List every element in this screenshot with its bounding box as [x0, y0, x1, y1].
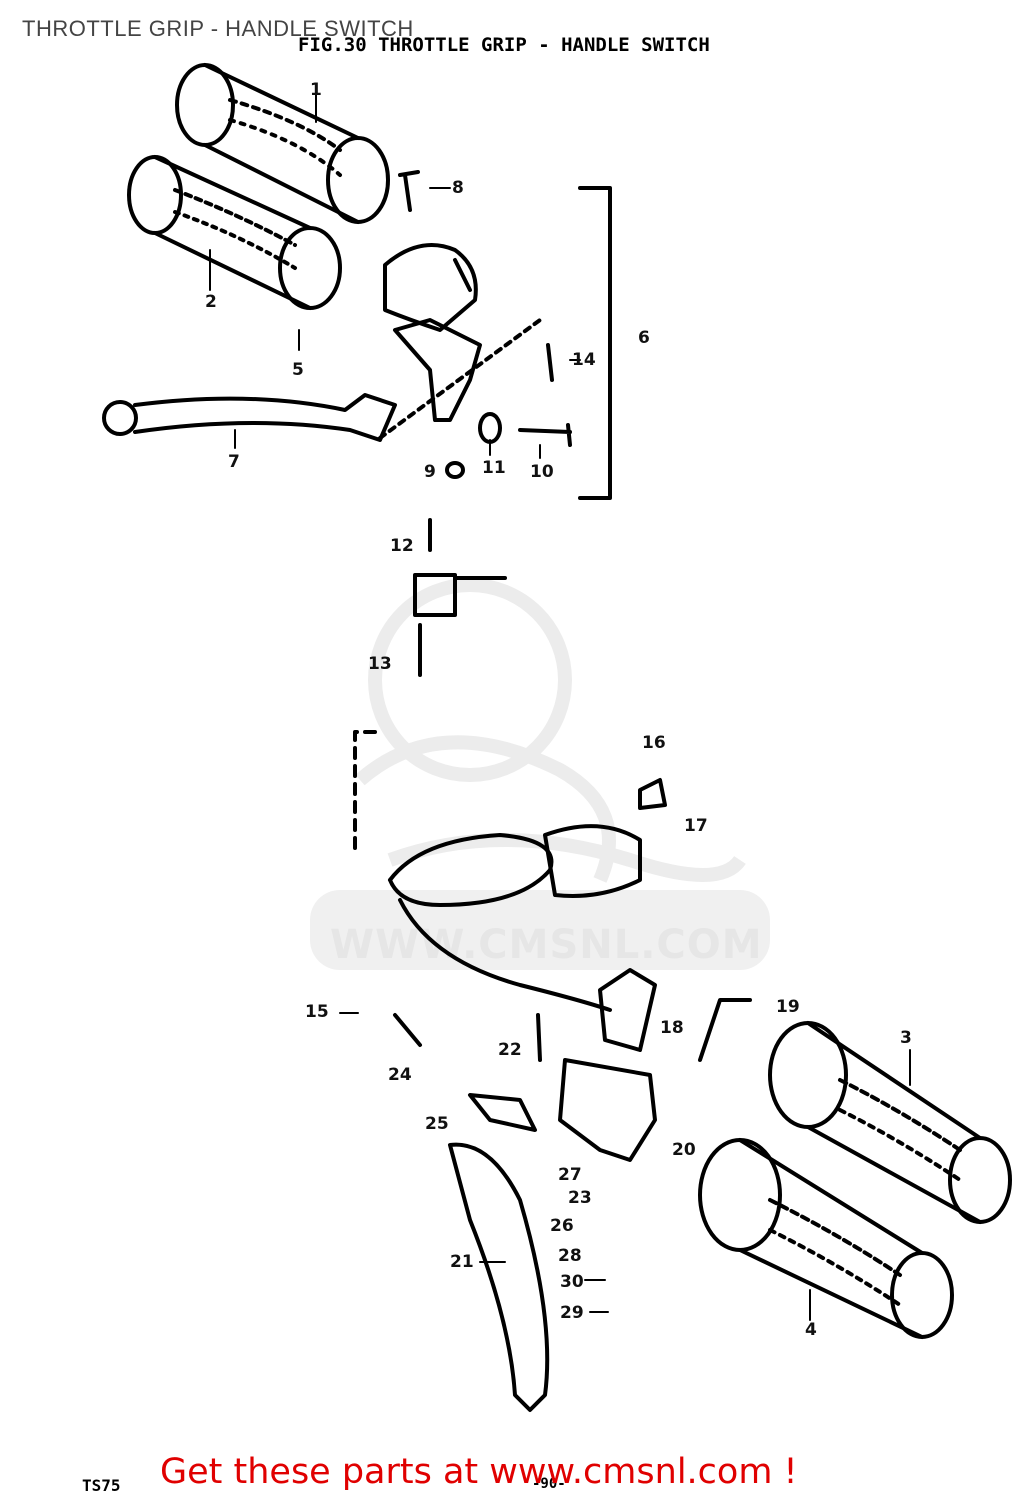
callout-12: 12 — [390, 536, 414, 556]
callout-15: 15 — [305, 1002, 329, 1022]
clutch-lever-part-21 — [448, 1142, 550, 1412]
callout-18: 18 — [660, 1018, 684, 1038]
callout-4: 4 — [805, 1320, 817, 1340]
screw-part-14 — [546, 343, 554, 382]
screw-part-19 — [698, 998, 752, 1062]
callout-7: 7 — [228, 452, 240, 472]
switch-part-12-13 — [413, 518, 507, 677]
callout-26: 26 — [550, 1216, 574, 1236]
watermark-text: WWW.CMSNL.COM — [330, 922, 763, 968]
switch-cover — [543, 824, 642, 898]
callout-13: 13 — [368, 654, 392, 674]
callout-29: 29 — [560, 1303, 584, 1323]
nut-part-9 — [445, 461, 465, 479]
grip-part-4 — [698, 1138, 954, 1339]
group-bracket-15 — [353, 730, 377, 852]
callout-14: 14 — [572, 350, 596, 370]
cable-part-15 — [388, 833, 554, 907]
page-title: THROTTLE GRIP - HANDLE SWITCH — [22, 16, 414, 41]
callout-27: 27 — [558, 1165, 582, 1185]
callout-20: 20 — [672, 1140, 696, 1160]
lower-housing — [558, 1058, 657, 1162]
figure-title: FIG.30 THROTTLE GRIP - HANDLE SWITCH — [298, 34, 710, 56]
callout-24: 24 — [388, 1065, 412, 1085]
leader-lines — [209, 84, 911, 1321]
callout-9: 9 — [424, 462, 436, 482]
callout-23: 23 — [568, 1188, 592, 1208]
callout-19: 19 — [776, 997, 800, 1017]
promo-link[interactable]: Get these parts at www.cmsnl.com ! — [160, 1452, 798, 1492]
callout-3: 3 — [900, 1028, 912, 1048]
callout-30: 30 — [560, 1272, 584, 1292]
callout-2: 2 — [205, 292, 217, 312]
throttle-housing-part-6 — [383, 243, 482, 422]
callout-25: 25 — [425, 1114, 449, 1134]
callout-16: 16 — [642, 733, 666, 753]
pivot-part-24 — [393, 1013, 422, 1047]
callout-21: 21 — [450, 1252, 474, 1272]
brake-lever-part-7 — [102, 318, 542, 442]
clamp-part-25 — [468, 1093, 537, 1132]
callout-5: 5 — [292, 360, 304, 380]
grip-part-1 — [175, 63, 390, 224]
grip-part-2 — [127, 155, 342, 310]
figure-code: TS75 — [82, 1476, 121, 1495]
callout-22: 22 — [498, 1040, 522, 1060]
callout-8: 8 — [452, 178, 464, 198]
callout-6: 6 — [638, 328, 650, 348]
screw-part-22 — [536, 1013, 542, 1062]
cmsnl-watermark-logo — [310, 578, 770, 970]
washer-part-11 — [478, 412, 502, 444]
callout-28: 28 — [558, 1246, 582, 1266]
screw-part-8 — [398, 170, 420, 212]
callout-10: 10 — [530, 462, 554, 482]
callout-17: 17 — [684, 816, 708, 836]
callout-11: 11 — [482, 458, 506, 478]
page-number: -90- — [532, 1476, 566, 1492]
clamp-part-18 — [598, 968, 657, 1052]
clip-part-16 — [638, 778, 667, 810]
grip-part-3 — [768, 1021, 1012, 1224]
group-bracket-6 — [578, 186, 612, 500]
screw-part-10 — [518, 423, 572, 447]
callout-1: 1 — [310, 80, 322, 100]
